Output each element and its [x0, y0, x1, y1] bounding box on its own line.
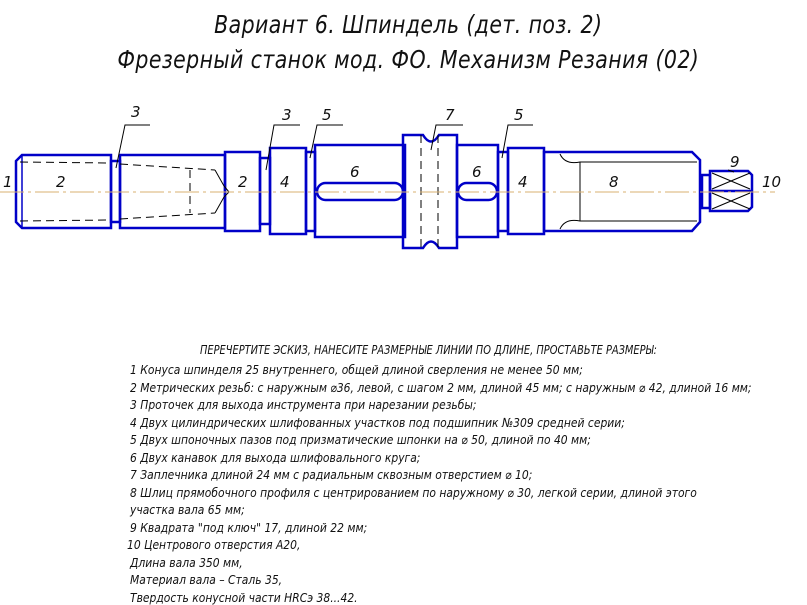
instruction-line: 3 Проточек для выхода инструмента при на…: [130, 397, 477, 412]
label-6b: 6: [472, 163, 482, 181]
instruction-line: 1 Конуса шпинделя 25 внутреннего, общей …: [130, 362, 583, 377]
label-5a: 5: [322, 106, 332, 124]
label-10: 10: [762, 173, 781, 191]
instruction-line: участка вала 65 мм;: [130, 502, 245, 517]
square-9: [708, 169, 754, 213]
shoulder-7: [401, 133, 459, 250]
title-line-2: Фрезерный станок мод. ФО. Механизм Резан…: [117, 45, 700, 74]
instruction-line: 5 Двух шпоночных пазов под призматически…: [130, 432, 591, 447]
instruction-line: 4 Двух цилиндрических шлифованных участк…: [130, 414, 625, 430]
label-7: 7: [445, 106, 455, 124]
instructions-heading: ПЕРЕЧЕРТИТЕ ЭСКИЗ, НАНЕСИТЕ РАЗМЕРНЫЕ ЛИ…: [200, 343, 657, 357]
spline-8: [542, 150, 702, 233]
instruction-line: 6 Двух канавок для выхода шлифовального …: [130, 449, 421, 465]
label-3a: 3: [131, 103, 141, 121]
instruction-line: 2 Метрических резьб: с наружным ⌀36, лев…: [130, 379, 752, 395]
bearing-journal-4a: [268, 146, 308, 236]
label-4a: 4: [280, 173, 290, 191]
instruction-line: 10 Центрового отверстия А20,: [127, 537, 301, 552]
label-5b: 5: [514, 106, 524, 124]
label-6a: 6: [350, 163, 360, 181]
bearing-journal-4b: [506, 146, 546, 236]
body-left: [313, 143, 407, 239]
instruction-line: Материал вала – Сталь 35,: [130, 572, 283, 587]
label-1: 1: [3, 173, 13, 191]
title-line-1: Вариант 6. Шпиндель (дет. поз. 2): [214, 10, 603, 39]
label-4b: 4: [518, 173, 528, 191]
label-2b: 2: [238, 173, 248, 191]
label-3b: 3: [282, 106, 292, 124]
label-2a: 2: [56, 173, 66, 191]
instruction-line: 7 Заплечника длиной 24 мм с радиальным с…: [130, 467, 533, 482]
instruction-line: Твердость конусной части HRCэ 38...42.: [130, 589, 358, 605]
instruction-line: 8 Шлиц прямобочного профиля с центрирова…: [130, 484, 697, 500]
body-right: [455, 143, 500, 239]
label-8: 8: [609, 173, 619, 191]
label-9: 9: [730, 153, 740, 171]
instruction-line: Длина вала 350 мм,: [130, 554, 243, 570]
groove-3b: [258, 156, 272, 226]
instruction-line: 9 Квадрата "под ключ" 17, длиной 22 мм;: [130, 519, 368, 535]
